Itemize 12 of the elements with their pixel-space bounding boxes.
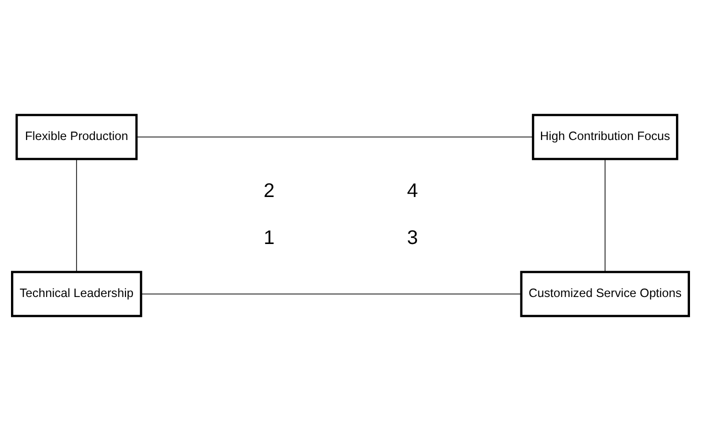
- label: 3: [407, 226, 418, 248]
- node-box: Flexible Production: [16, 113, 138, 160]
- node-box: Technical Leadership: [11, 270, 142, 317]
- connector: [76, 158, 77, 272]
- node-box: Customized Service Options: [520, 270, 690, 317]
- label: 1: [264, 226, 275, 248]
- connector: [604, 158, 606, 272]
- label: 2: [264, 179, 275, 202]
- label: 4: [407, 179, 418, 202]
- connector: [140, 293, 522, 294]
- node-box: High Contribution Focus: [532, 113, 678, 160]
- connector: [136, 136, 534, 137]
